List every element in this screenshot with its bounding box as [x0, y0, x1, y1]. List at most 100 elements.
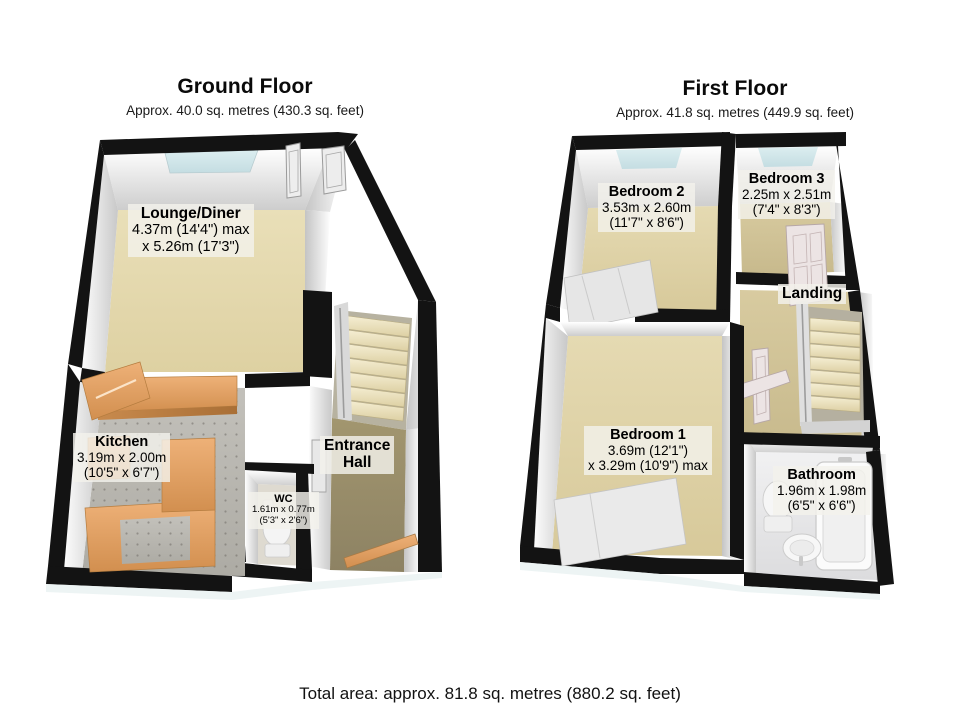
bedroom-2-name: Bedroom 2 — [608, 184, 685, 200]
bathroom-name: Bathroom — [787, 467, 856, 483]
entrance-hall-name-2: Hall — [342, 454, 372, 472]
ground-floor-title: Ground Floor — [177, 75, 313, 98]
room-label-landing: Landing — [778, 284, 847, 305]
bedroom-1-north-wall-face — [560, 322, 730, 336]
kitchen-dim-1: 3.19m x 2.00m — [77, 450, 167, 466]
lounge-ne-corner-wall — [338, 132, 358, 150]
bedroom-3-name: Bedroom 3 — [748, 171, 825, 187]
lounge-diner-room — [68, 132, 358, 388]
room-label-wc: WC 1.61m x 0.77m (5'3" x 2'6") — [248, 492, 319, 529]
bedroom-2-west-wall — [546, 136, 576, 308]
bathroom-basin-pedestal — [799, 556, 803, 566]
wc-south-wall — [232, 562, 312, 582]
hall-right-outer-wall — [418, 300, 442, 572]
lounge-hall-partition — [303, 290, 332, 378]
wc-toilet-base — [264, 543, 291, 558]
first-floor-staircase — [796, 300, 870, 434]
lounge-west-wall-face — [82, 155, 118, 372]
hall-east-structural-wall — [345, 140, 436, 302]
first-floor-subtitle: Approx. 41.8 sq. metres (449.9 sq. feet) — [616, 105, 854, 120]
bedroom-1-west-outer-wall — [520, 304, 546, 550]
bathroom-south-wall — [744, 572, 880, 594]
bathroom-west-wall-face — [744, 436, 756, 576]
bedroom-3-dim-1: 2.25m x 2.51m — [742, 187, 832, 203]
bedroom-1-name: Bedroom 1 — [610, 427, 686, 443]
front-door-panel-1 — [288, 149, 299, 194]
bedroom-1-bed-divider — [589, 493, 601, 559]
kitchen-name: Kitchen — [95, 434, 149, 450]
stair-handrail — [339, 307, 345, 419]
bedroom-2-bed-divider-2 — [617, 267, 631, 315]
stair-balustrade — [334, 302, 352, 424]
bathroom-toilet-base — [763, 515, 793, 533]
ground-floor-panel: Ground Floor Approx. 40.0 sq. metres (43… — [0, 0, 490, 660]
bedroom-3-door-panel-top — [792, 233, 808, 265]
bedroom-1-dim-2: x 3.29m (10'9") max — [588, 458, 708, 474]
kitchen-worktop-north-edge — [98, 406, 237, 420]
first-floor-plan-graphic — [520, 132, 894, 600]
bedroom-2-east-partition — [716, 206, 732, 322]
kitchen-floor-inset-tiles — [120, 516, 190, 564]
bedroom-3-dim-2: (7'4" x 8'3") — [752, 202, 821, 218]
wc-name: WC — [274, 493, 293, 505]
bathroom-dim-2: (6'5" x 6'6") — [787, 498, 856, 514]
first-floor-heading: First Floor Approx. 41.8 sq. metres (449… — [490, 78, 980, 121]
lounge-north-wall — [100, 132, 338, 155]
bedroom-2-sw-wall — [546, 304, 560, 322]
bathroom-dim-1: 1.96m x 1.98m — [777, 483, 867, 499]
wc-dim-2: (5'3" x 2'6") — [259, 514, 308, 526]
lounge-diner-dim-2: x 5.26m (17'3") — [142, 238, 240, 255]
bedroom-2-south-wall — [635, 308, 730, 322]
stair-rail-bottom — [800, 420, 870, 434]
bedroom-2-bed — [563, 259, 659, 331]
room-label-lounge-diner: Lounge/Diner 4.37m (14'4") max x 5.26m (… — [128, 204, 254, 257]
bedroom-3-window — [758, 147, 818, 167]
landing-name: Landing — [782, 285, 843, 302]
ground-floor-base-shadow — [46, 572, 442, 600]
bedroom-3-east-outer-wall — [834, 132, 860, 290]
kitchen-tall-unit-handle — [95, 378, 137, 400]
kitchen-south-wall — [46, 566, 232, 592]
front-door-group — [285, 142, 347, 199]
bathroom-north-wall — [738, 432, 880, 448]
first-stair-treads — [809, 317, 861, 413]
bedroom-2-east-partition-upper — [718, 132, 736, 206]
kitchen-dim-2: (10'5" x 6'7") — [83, 465, 160, 481]
lounge-east-wall-face-lower — [305, 210, 330, 300]
bedroom-1-bed — [553, 477, 687, 567]
bedroom-3-east-wall-face — [830, 202, 846, 272]
front-door-leaf-2 — [321, 145, 347, 195]
wc-north-wall-face — [245, 470, 310, 486]
bedroom-2-dim-2: (11'7" x 8'6") — [609, 215, 684, 231]
ground-floor-subtitle: Approx. 40.0 sq. metres (430.3 sq. feet) — [126, 103, 364, 118]
room-label-kitchen: Kitchen 3.19m x 2.00m (10'5" x 6'7") — [73, 433, 171, 483]
entrance-hall-name: Entrance — [324, 437, 391, 454]
ground-floor-plan-graphic — [46, 132, 442, 600]
bathroom-room — [738, 432, 894, 594]
bath-taps — [838, 457, 852, 462]
kitchen-tall-unit — [81, 361, 151, 421]
entrance-hall-room — [308, 140, 442, 572]
first-floor-title: First Floor — [682, 77, 788, 100]
bedroom-3-north-wall — [736, 132, 846, 148]
bedroom-1-south-wall-2 — [660, 558, 744, 574]
front-door-panel-2 — [325, 151, 343, 189]
bathroom-basin-bowl — [789, 539, 815, 557]
bedroom-2-room — [546, 132, 736, 331]
bedroom-1-west-wall-face — [534, 318, 568, 554]
lounge-diner-dim-1: 4.37m (14'4") max — [132, 222, 250, 239]
bathroom-east-outer-wall — [866, 450, 894, 586]
bedroom-2-bed-divider-1 — [581, 275, 595, 321]
wc-north-wall — [240, 462, 314, 474]
bedroom-1-dim-1: 3.69m (12'1") — [607, 443, 689, 459]
first-stair-handrail — [801, 303, 807, 425]
kitchen-worktop-east — [161, 437, 216, 513]
room-label-bedroom-1: Bedroom 1 3.69m (12'1") x 3.29m (10'9") … — [584, 426, 712, 476]
lounge-window — [165, 150, 258, 173]
room-label-bathroom: Bathroom 1.96m x 1.98m (6'5" x 6'6") — [773, 466, 871, 516]
first-floor-base-shadow — [520, 562, 880, 600]
bedroom-2-window — [616, 148, 682, 169]
bedroom-3-door-panel-top-2 — [809, 231, 823, 263]
front-entrance-door — [343, 533, 419, 569]
